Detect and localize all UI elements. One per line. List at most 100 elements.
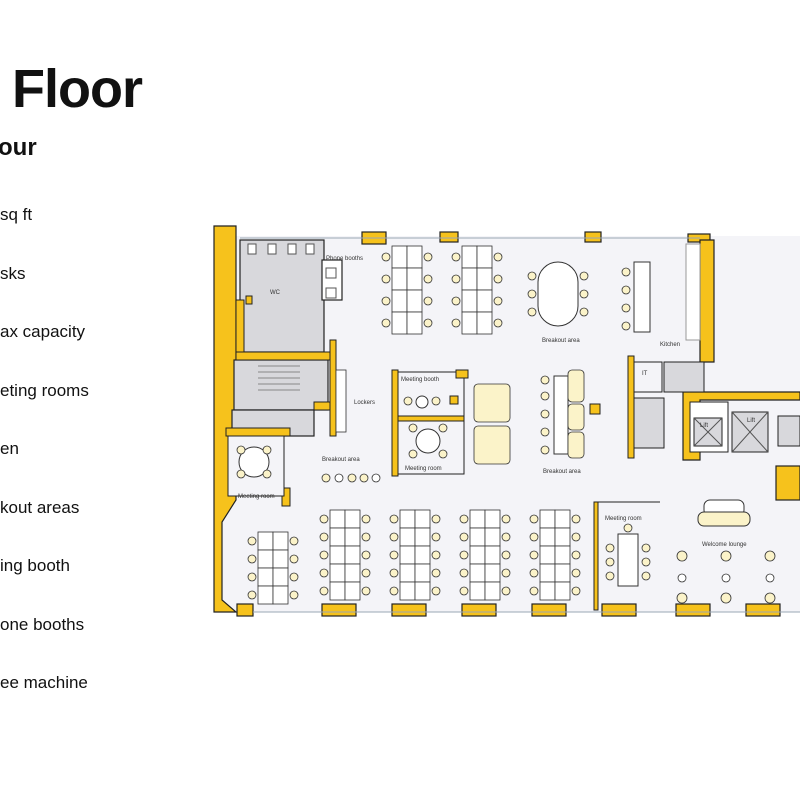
chair — [423, 318, 433, 328]
meeting-room-right — [593, 501, 660, 611]
desk — [484, 563, 501, 583]
desk — [344, 509, 361, 529]
chair — [289, 572, 299, 582]
chair — [431, 532, 441, 542]
feature-capacity: ax capacity — [0, 322, 86, 341]
chair — [319, 532, 329, 542]
label-breakout-top: Breakout area — [542, 338, 580, 344]
chair — [423, 296, 433, 306]
chair — [361, 568, 371, 578]
welcome-lounge — [676, 499, 776, 604]
desk — [484, 509, 501, 529]
chair — [319, 586, 329, 596]
breakout-left — [321, 473, 381, 483]
chair — [459, 532, 469, 542]
chair — [289, 536, 299, 546]
chair — [247, 590, 257, 600]
chair — [381, 296, 391, 306]
wc-fixtures — [247, 243, 337, 299]
desk — [539, 563, 556, 583]
service-core — [231, 239, 343, 437]
chair — [451, 252, 461, 262]
desk — [399, 545, 416, 565]
chair — [501, 586, 511, 596]
chair — [529, 586, 539, 596]
floor-subtitle: our — [0, 134, 37, 161]
desk — [476, 311, 493, 335]
desk — [461, 245, 478, 269]
chair — [459, 514, 469, 524]
chair — [571, 514, 581, 524]
lockers — [335, 369, 347, 433]
it-lift-core — [627, 355, 800, 459]
chair — [361, 514, 371, 524]
desk — [399, 509, 416, 529]
chair — [319, 514, 329, 524]
feature-breakout-areas: kout areas — [0, 498, 80, 517]
desk — [329, 581, 346, 601]
desk — [399, 581, 416, 601]
breakout-center — [540, 369, 601, 459]
desk — [469, 527, 486, 547]
chair — [451, 274, 461, 284]
chair — [431, 514, 441, 524]
chair — [451, 296, 461, 306]
chair — [571, 550, 581, 560]
desk — [461, 289, 478, 313]
desk — [414, 527, 431, 547]
chair — [493, 296, 503, 306]
desk — [469, 563, 486, 583]
chair — [493, 318, 503, 328]
breakout-top — [527, 261, 589, 327]
chair — [459, 586, 469, 596]
chair — [501, 568, 511, 578]
chair — [571, 568, 581, 578]
desk — [391, 267, 408, 291]
label-welcome-lounge: Welcome lounge — [702, 542, 747, 548]
label-meeting-booth: Meeting booth — [401, 377, 439, 383]
label-lift-1: Lift — [700, 423, 708, 429]
desk — [257, 585, 274, 605]
desk — [554, 509, 571, 529]
desk — [391, 311, 408, 335]
desk — [391, 289, 408, 313]
desk — [272, 567, 289, 587]
desk — [539, 509, 556, 529]
chair — [451, 318, 461, 328]
label-meeting-room-right: Meeting room — [605, 516, 642, 522]
chair — [289, 554, 299, 564]
feature-kitchen: en — [0, 439, 19, 458]
meeting-booth-block — [391, 369, 511, 477]
chair — [381, 274, 391, 284]
desk — [391, 245, 408, 269]
label-lockers: Lockers — [354, 400, 375, 406]
desk — [272, 585, 289, 605]
desk — [461, 311, 478, 335]
chair — [389, 586, 399, 596]
chair — [493, 252, 503, 262]
desk — [406, 267, 423, 291]
desk — [329, 563, 346, 583]
chair — [381, 318, 391, 328]
chair — [247, 554, 257, 564]
desk — [399, 527, 416, 547]
desk — [272, 531, 289, 551]
label-wc: WC — [270, 290, 281, 296]
feature-coffee-machine: ee machine — [0, 673, 88, 692]
desk — [554, 581, 571, 601]
chair — [493, 274, 503, 284]
desk-clusters — [247, 245, 581, 605]
desk — [414, 581, 431, 601]
window-frames — [240, 237, 800, 613]
label-lift-2: Lift — [747, 418, 755, 424]
desk — [461, 267, 478, 291]
desk — [329, 527, 346, 547]
desk — [344, 581, 361, 601]
desk — [329, 509, 346, 529]
label-breakout-center: Breakout area — [543, 469, 581, 475]
chair — [529, 568, 539, 578]
chair — [529, 532, 539, 542]
desk — [484, 581, 501, 601]
label-meeting-room-center: Meeting room — [405, 466, 442, 472]
